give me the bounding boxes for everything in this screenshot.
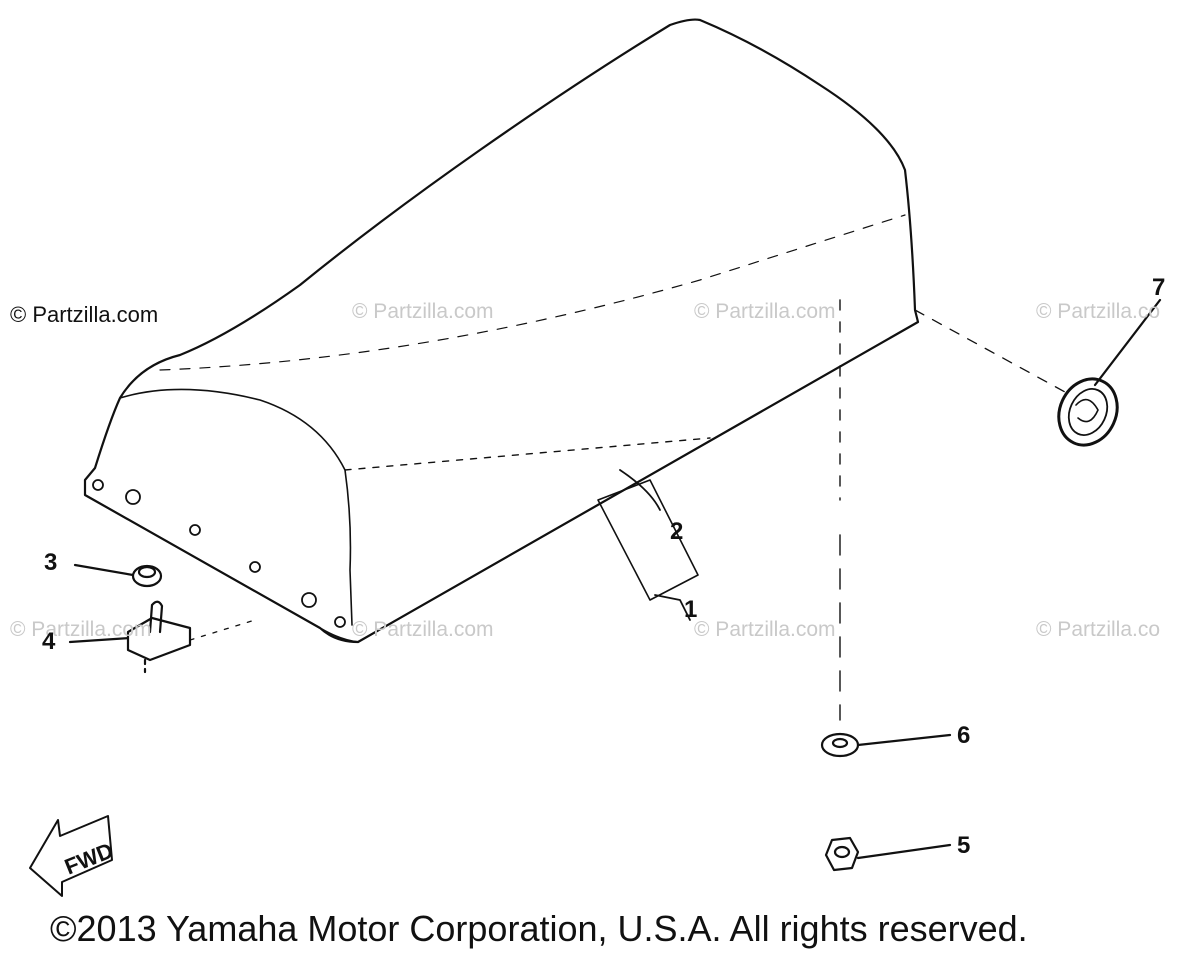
watermark-mid-lower: © Partzilla.com (352, 618, 494, 641)
watermark-mid-upper: © Partzilla.com (352, 300, 494, 323)
callout-3: 3 (44, 549, 58, 576)
nut-part-5 (824, 836, 860, 872)
leader-2 (619, 469, 661, 511)
fwd-arrow-icon (29, 815, 113, 897)
watermark-left: © Partzilla.com (10, 302, 159, 327)
callout-7: 7 (1152, 274, 1166, 301)
leader-3 (73, 563, 135, 577)
leader-6 (856, 733, 952, 747)
callout-6: 6 (957, 722, 971, 749)
seat-cushion-outline (83, 18, 920, 644)
watermark-left-lower: © Partzilla.com (10, 618, 152, 641)
leader-4 (68, 636, 132, 644)
callout-4: 4 (42, 628, 56, 655)
watermark-edge-upper: © Partzilla.co (1036, 300, 1161, 323)
emblem-part-7 (1057, 377, 1119, 447)
seat-top-dash (159, 214, 906, 371)
mount-holes (92, 479, 346, 628)
emblem-centerline (914, 309, 1066, 393)
bracket-centerline (189, 619, 256, 641)
washer-part-6 (820, 732, 860, 758)
callout-1: 1 (684, 596, 698, 623)
seat-top-crease (119, 388, 353, 626)
watermark-right-lower: © Partzilla.com (694, 618, 836, 641)
watermark-edge-lower: © Partzilla.co (1036, 618, 1161, 641)
leader-5 (856, 843, 952, 860)
leader-1 (654, 594, 691, 621)
callout-5: 5 (957, 832, 971, 859)
bracket-part-4 (126, 600, 192, 674)
seat-base-edge (84, 321, 919, 643)
watermark-right-upper: © Partzilla.com (694, 300, 836, 323)
seat-side-dash (344, 437, 711, 471)
copyright-notice: ©2013 Yamaha Motor Corporation, U.S.A. A… (50, 908, 1028, 949)
nut-part-3 (131, 564, 163, 588)
leader-7 (1093, 298, 1162, 387)
seat-label-plate (597, 479, 699, 601)
callout-2: 2 (670, 518, 684, 545)
